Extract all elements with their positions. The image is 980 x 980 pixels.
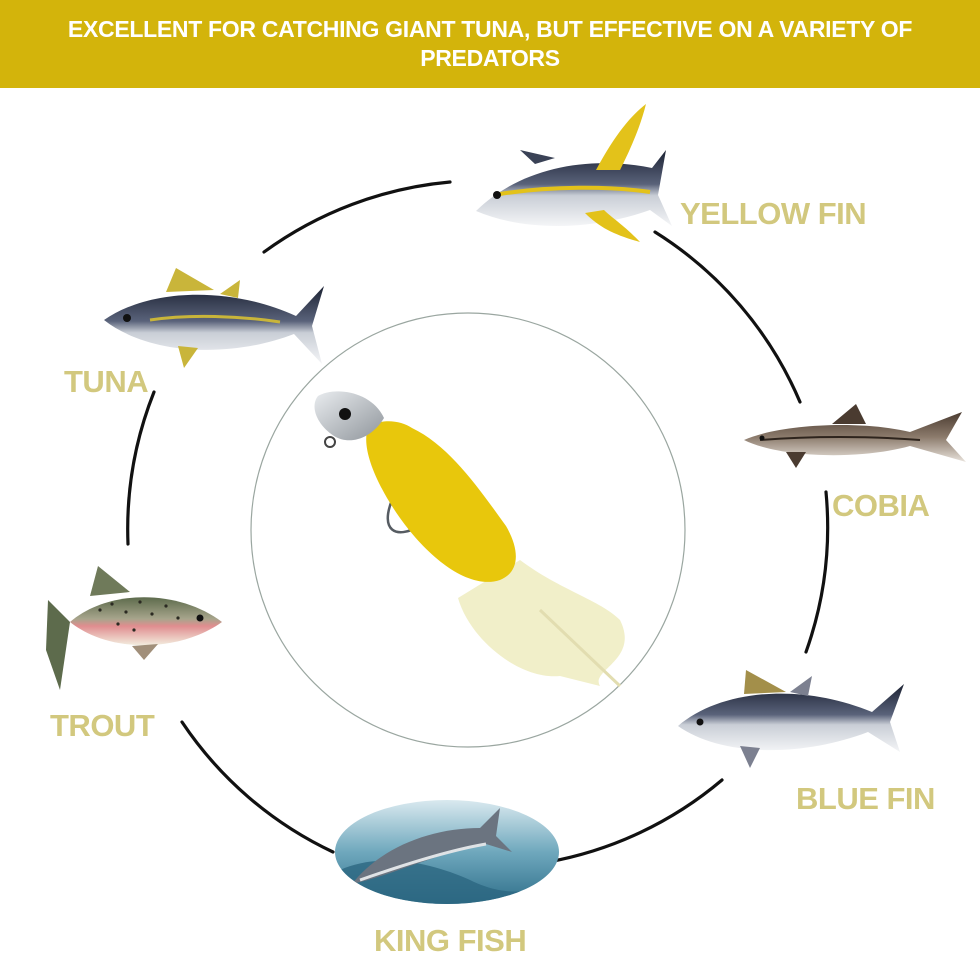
label-tuna: TUNA [64, 364, 149, 399]
inner-circle [250, 312, 686, 748]
outer-ring [126, 180, 830, 864]
cobia-illustration [744, 404, 966, 468]
trout-illustration [46, 566, 222, 690]
yellowfin-tuna-illustration [476, 104, 672, 242]
banner-title: EXCELLENT FOR CATCHING GIANT TUNA, BUT E… [67, 16, 913, 71]
label-blue-fin: BLUE FIN [796, 781, 935, 816]
header-banner: EXCELLENT FOR CATCHING GIANT TUNA, BUT E… [0, 0, 980, 88]
kingfish-jumping-photo [335, 800, 559, 904]
label-trout: TROUT [50, 708, 155, 743]
label-cobia: COBIA [832, 488, 930, 523]
label-yellow-fin: YELLOW FIN [680, 196, 867, 231]
tuna-illustration [104, 268, 324, 368]
bluefin-tuna-illustration [678, 670, 904, 768]
yellow-soft-plastic-jig-lure [314, 391, 625, 688]
label-king-fish: KING FISH [374, 923, 527, 958]
